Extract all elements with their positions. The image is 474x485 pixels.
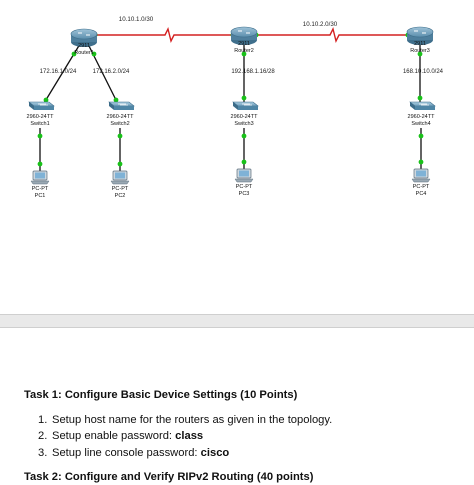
network-topology-diagram: 10.10.1.0/30 10.10.2.0/30 2911 Router1 2… xyxy=(27,16,444,199)
router-1[interactable]: 2911 Router1 xyxy=(70,28,98,56)
switch-3[interactable]: 2960-24TT Switch3 xyxy=(231,101,259,127)
switch-1[interactable]: 2960-24TT Switch1 xyxy=(27,101,55,127)
list-item: 1. Setup host name for the routers as giv… xyxy=(38,413,464,428)
router-name: Router1 xyxy=(74,50,94,56)
lan-subnet-label: 172.16.2.0/24 xyxy=(93,69,130,75)
switch-name: Switch2 xyxy=(110,121,129,127)
list-item: 3. Setup line console password: cisco xyxy=(38,446,464,461)
serial-link-r1-r2[interactable] xyxy=(84,26,244,44)
step-value: cisco xyxy=(200,446,230,459)
router-3[interactable]: 2911 Router3 xyxy=(406,26,434,54)
switch-model: 2960-24TT xyxy=(408,114,436,120)
wan-link-label: 10.10.2.0/30 xyxy=(303,21,338,28)
router-model: 2911 xyxy=(238,41,250,47)
switch-4[interactable]: 2960-24TT Switch4 xyxy=(408,101,436,127)
pc-4[interactable]: PC-PT PC4 xyxy=(411,168,431,197)
ethernet-links xyxy=(39,43,422,172)
ethernet-link-dots xyxy=(37,51,424,167)
pc-model: PC-PT xyxy=(32,186,49,192)
step-text: Setup line console password: xyxy=(52,446,201,459)
task1-steps: 1. Setup host name for the routers as giv… xyxy=(24,413,464,461)
pc-model: PC-PT xyxy=(236,184,253,190)
pc-model: PC-PT xyxy=(413,184,430,190)
step-number: 3. xyxy=(38,446,48,459)
pc-name: PC2 xyxy=(115,193,126,199)
serial-link-r2-r3[interactable] xyxy=(244,26,420,44)
step-value: class xyxy=(175,430,204,443)
step-number: 2. xyxy=(38,430,48,443)
router-name: Router3 xyxy=(410,48,430,54)
pc-1[interactable]: PC-PT PC1 xyxy=(30,170,50,199)
pc-name: PC4 xyxy=(416,191,427,197)
switch-2[interactable]: 2960-24TT Switch2 xyxy=(107,101,135,127)
router-name: Router2 xyxy=(234,48,254,54)
step-text: Setup host name for the routers as given… xyxy=(52,413,333,426)
switch-model: 2960-24TT xyxy=(107,114,135,120)
lan-subnet-label: 168.10.10.0/24 xyxy=(403,69,444,75)
router-2[interactable]: 2911 Router2 xyxy=(230,26,258,54)
lan-subnet-label: 172.16.1.0/24 xyxy=(40,69,77,75)
switch-name: Switch4 xyxy=(411,121,430,127)
step-number: 1. xyxy=(38,413,48,426)
lan-subnet-label: 192.168.1.16/28 xyxy=(231,69,275,75)
router-model: 2911 xyxy=(78,43,90,49)
list-item: 2. Setup enable password: class xyxy=(38,429,464,444)
lab-instructions: Task 1: Configure Basic Device Settings … xyxy=(24,388,464,485)
switch-model: 2960-24TT xyxy=(27,114,55,120)
switch-name: Switch3 xyxy=(234,121,253,127)
pc-name: PC1 xyxy=(35,193,46,199)
router-model: 2911 xyxy=(414,41,426,47)
wan-link-label: 10.10.1.0/30 xyxy=(119,16,154,23)
switch-model: 2960-24TT xyxy=(231,114,259,120)
step-text: Setup enable password: xyxy=(52,430,176,443)
page-divider xyxy=(0,314,474,328)
pc-model: PC-PT xyxy=(112,186,129,192)
pc-3[interactable]: PC-PT PC3 xyxy=(234,168,254,197)
pc-name: PC3 xyxy=(239,191,250,197)
switch-name: Switch1 xyxy=(30,121,49,127)
pc-2[interactable]: PC-PT PC2 xyxy=(110,170,130,199)
task1-heading: Task 1: Configure Basic Device Settings … xyxy=(24,389,298,401)
